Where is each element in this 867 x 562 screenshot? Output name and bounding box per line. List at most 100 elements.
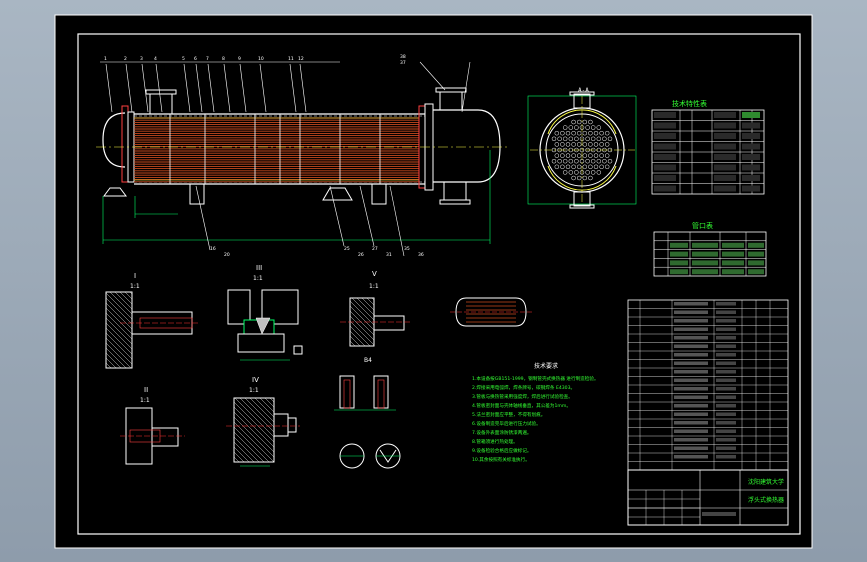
table-cell-fill: [722, 260, 744, 266]
table-cell-fill: [692, 251, 718, 257]
tube-hole: [590, 158, 596, 164]
part-number-label: 27: [372, 246, 378, 252]
tube-hole: [568, 158, 574, 164]
table-cell-fill: [716, 395, 736, 399]
table-cell-fill: [716, 438, 736, 442]
part-number-label: 31: [386, 252, 392, 258]
leader-line: [329, 185, 345, 247]
tube-hole: [562, 125, 568, 130]
detail-view-IV: IV 1:1: [226, 376, 300, 467]
hatch-line: [105, 317, 133, 345]
tube-hole: [560, 153, 565, 158]
hatch-line: [105, 312, 133, 340]
hatch-line: [234, 397, 275, 438]
tube-hole: [574, 125, 579, 130]
part-number-label: 2: [124, 56, 127, 62]
hatch-line: [349, 305, 375, 331]
tube-hole: [576, 175, 582, 181]
tube-hole: [588, 119, 593, 125]
table-cell-fill: [716, 319, 736, 323]
tube-hole: [599, 130, 604, 136]
leader-line: [207, 63, 215, 113]
part-number-label: 25: [344, 246, 350, 252]
inner-frame: [77, 33, 801, 535]
hatch-line: [349, 320, 375, 346]
tube-hole: [596, 158, 602, 164]
tube-hole: [565, 130, 571, 136]
table-cell-fill: [716, 370, 736, 374]
tube-hole: [562, 136, 568, 142]
tube-hole: [554, 142, 560, 147]
tube-hole: [576, 164, 582, 170]
table-cell-fill: [674, 378, 708, 382]
hatch-line: [233, 436, 260, 463]
part-number-label: 37: [400, 60, 406, 66]
part-number-label: 26: [358, 252, 364, 258]
table-cell-fill: [714, 164, 736, 171]
note-line: 4.管板密封面与壳体轴线垂直，其公差为1mm。: [472, 402, 571, 409]
outer-border: [54, 14, 813, 549]
tube-hole: [599, 142, 604, 147]
hatch-line: [233, 451, 245, 463]
tube-hole: [571, 130, 576, 136]
table-cell-fill: [670, 251, 688, 257]
part-number-label: 6: [194, 56, 197, 62]
table-cell-fill: [674, 412, 708, 416]
school-name: 沈阳建筑大学: [748, 478, 784, 486]
hatch-line: [233, 426, 270, 463]
table-cell-fill: [716, 429, 736, 433]
leader-line: [239, 63, 247, 113]
table-cell-fill: [742, 133, 760, 139]
table-cell-fill: [714, 175, 736, 181]
hatch-line: [233, 401, 275, 443]
baffle-arc: [547, 109, 617, 135]
table-cell-fill: [714, 133, 736, 139]
end-section-view: A-A: [527, 87, 637, 209]
note-line: 3.管板与换热管采用强度焊，焊后进行试验检查。: [472, 393, 573, 400]
table-cell-fill: [714, 143, 736, 150]
nozzle-title: 管口表: [692, 221, 713, 230]
table-cell-fill: [716, 412, 736, 416]
hatch-line: [119, 291, 133, 305]
part-number-label: 5: [182, 56, 185, 62]
table-cell-fill: [674, 327, 708, 331]
table-cell-fill: [674, 404, 708, 408]
leader-line: [419, 61, 446, 91]
hatch-line: [105, 357, 117, 369]
table-cell-fill: [674, 438, 708, 442]
table-cell-fill: [654, 175, 676, 181]
tube-hole: [571, 153, 576, 158]
tube-hole: [588, 130, 593, 136]
table-cell-fill: [742, 185, 760, 192]
note-line: 7.设备外表面涂防锈漆两遍。: [472, 429, 532, 436]
note-line: 6.设备制造完毕后进行压力试验。: [472, 420, 541, 427]
detail-view-I: I 1:1: [105, 272, 200, 369]
tube-hole: [574, 170, 579, 175]
tube-hole: [551, 158, 557, 164]
hatch-line: [105, 337, 133, 365]
hatch-line: [366, 297, 375, 306]
table-cell-fill: [674, 395, 708, 399]
hatch-line: [124, 291, 133, 300]
view-III-scale: 1:1: [253, 275, 263, 282]
tube-hole: [576, 153, 582, 158]
part-number-label: 36: [418, 252, 424, 258]
tube-hole: [582, 142, 588, 147]
leader-line: [195, 63, 203, 113]
main-elevation-view: [96, 61, 510, 257]
table-cell-fill: [716, 387, 736, 391]
tube-hole: [560, 130, 565, 136]
view-II-label: II: [144, 386, 148, 394]
table-cell-fill: [716, 378, 736, 382]
tube-hole: [585, 170, 590, 175]
tube-hole: [599, 164, 604, 170]
leader-line: [155, 63, 163, 113]
table-cell-fill: [716, 353, 736, 357]
leader-line: [389, 185, 405, 257]
tube-hole: [576, 119, 582, 125]
drawing-name: 浮头式换热器: [748, 496, 784, 504]
tube-hole: [604, 130, 610, 136]
part-number-label: 7: [206, 56, 209, 62]
